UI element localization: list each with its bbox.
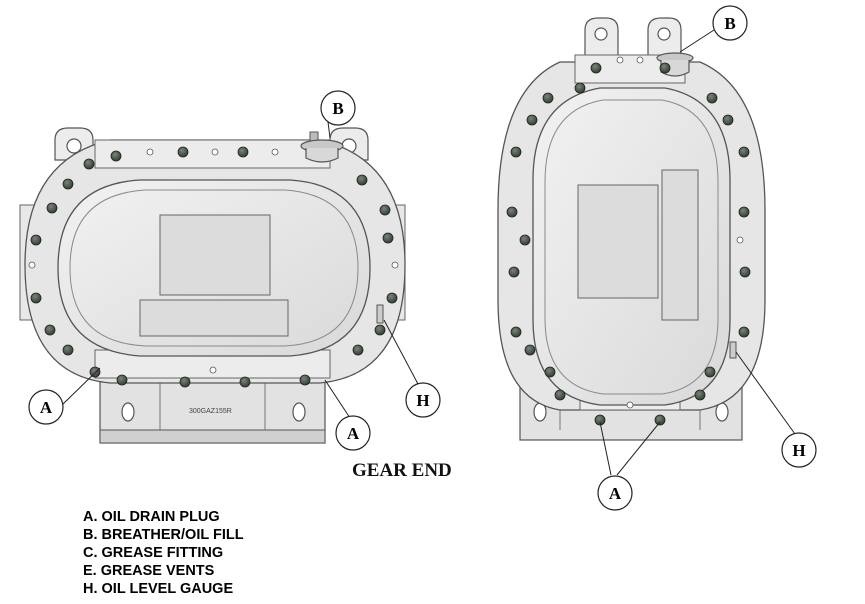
legend-item: C. GREASE FITTING bbox=[83, 545, 224, 561]
left-callout-b: B bbox=[320, 90, 356, 126]
right-callout-b: B bbox=[712, 5, 748, 41]
right-callouts bbox=[599, 29, 796, 476]
callout-a-label: A bbox=[347, 424, 360, 443]
right-callout-a: A bbox=[597, 475, 633, 511]
left-gearbox-view: 300GAZ155R bbox=[19, 127, 406, 444]
left-bolts bbox=[30, 146, 398, 388]
view-caption: GEAR END bbox=[352, 460, 452, 481]
left-callouts bbox=[61, 121, 419, 419]
right-gearbox-view bbox=[497, 17, 766, 441]
callout-h-label: H bbox=[416, 391, 429, 410]
legend-item: H. OIL LEVEL GAUGE bbox=[83, 581, 234, 597]
part-number-label: 300GAZ155R bbox=[189, 408, 232, 415]
callout-b-label: B bbox=[724, 14, 735, 33]
legend-item: A. OIL DRAIN PLUG bbox=[83, 509, 220, 525]
left-callout-h: H bbox=[405, 382, 441, 418]
callout-h-label: H bbox=[792, 441, 805, 460]
legend-item: B. BREATHER/OIL FILL bbox=[83, 527, 244, 543]
legend-item: E. GREASE VENTS bbox=[83, 563, 215, 579]
callout-b-label: B bbox=[332, 99, 343, 118]
parts-legend: A. OIL DRAIN PLUG B. BREATHER/OIL FILL C… bbox=[83, 508, 244, 598]
left-callout-a1: A bbox=[28, 389, 64, 425]
right-callout-h: H bbox=[781, 432, 817, 468]
right-bolts bbox=[506, 62, 751, 426]
callout-a-label: A bbox=[609, 484, 622, 503]
callout-a-label: A bbox=[40, 398, 53, 417]
left-callout-a2: A bbox=[335, 415, 371, 451]
